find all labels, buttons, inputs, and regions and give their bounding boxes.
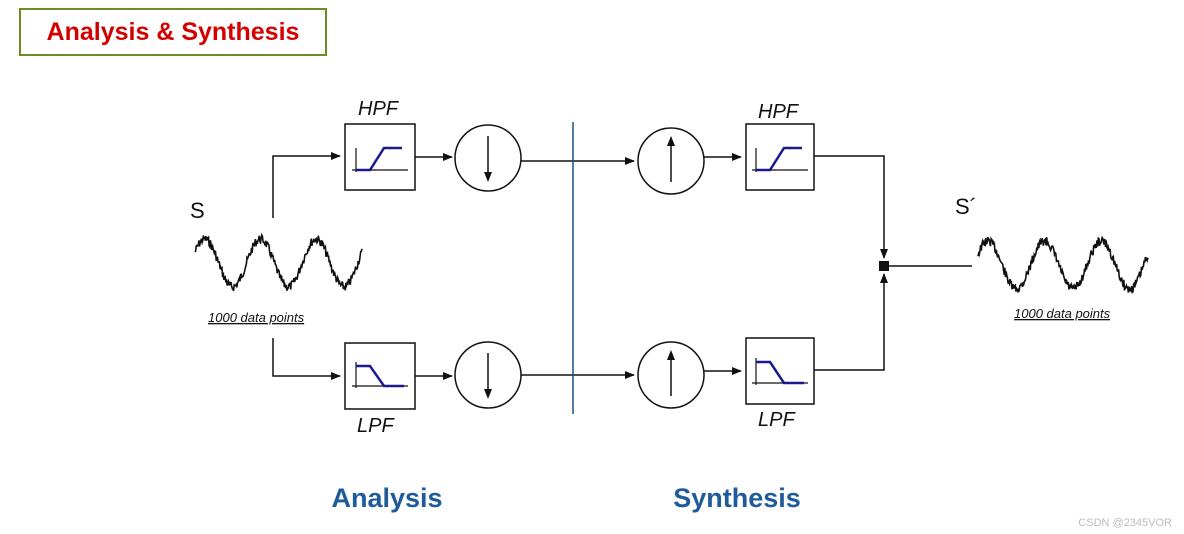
input-waveform bbox=[194, 232, 363, 292]
lowpass-response-icon bbox=[752, 358, 808, 385]
input-data-points-label: 1000 data points bbox=[208, 310, 305, 325]
highpass-response-icon bbox=[752, 146, 808, 172]
lowpass-response-icon bbox=[352, 362, 408, 388]
arrow-up-circle-icon bbox=[667, 136, 675, 182]
analysis-lpf-block bbox=[344, 342, 416, 410]
synthesis-lpf-label: LPF bbox=[758, 409, 796, 431]
arrow-down-circle-icon bbox=[484, 353, 492, 399]
arrow-down-circle-icon bbox=[484, 136, 492, 182]
watermark: CSDN @2345VOR bbox=[1078, 517, 1172, 529]
wire-lpf-to-adder bbox=[814, 273, 888, 371]
output-signal-label: S´ bbox=[955, 194, 977, 219]
input-signal-label: S bbox=[190, 198, 205, 223]
analysis-hpf-block bbox=[344, 123, 416, 191]
output-waveform bbox=[977, 235, 1149, 294]
synthesis-upsample-top bbox=[637, 127, 705, 195]
synthesis-section-label: Synthesis bbox=[673, 483, 801, 513]
summing-junction-icon bbox=[879, 261, 889, 271]
highpass-response-icon bbox=[352, 146, 408, 172]
analysis-downsample-bottom bbox=[454, 341, 522, 409]
synthesis-lpf-block bbox=[745, 337, 815, 405]
synthesis-hpf-block bbox=[745, 123, 815, 191]
output-data-points-label: 1000 data points bbox=[1014, 306, 1111, 321]
page-title: Analysis & Synthesis bbox=[19, 8, 327, 56]
synthesis-hpf-label: HPF bbox=[758, 101, 800, 123]
arrow-up-circle-icon bbox=[667, 350, 675, 396]
wire-input-to-lpf bbox=[272, 338, 341, 380]
analysis-downsample-top bbox=[454, 124, 522, 192]
analysis-lpf-label: LPF bbox=[357, 415, 395, 437]
analysis-section-label: Analysis bbox=[331, 483, 442, 513]
wire-input-to-hpf bbox=[272, 152, 341, 218]
synthesis-upsample-bottom bbox=[637, 341, 705, 409]
analysis-hpf-label: HPF bbox=[358, 98, 400, 120]
wire-hpf-to-adder bbox=[814, 155, 888, 259]
